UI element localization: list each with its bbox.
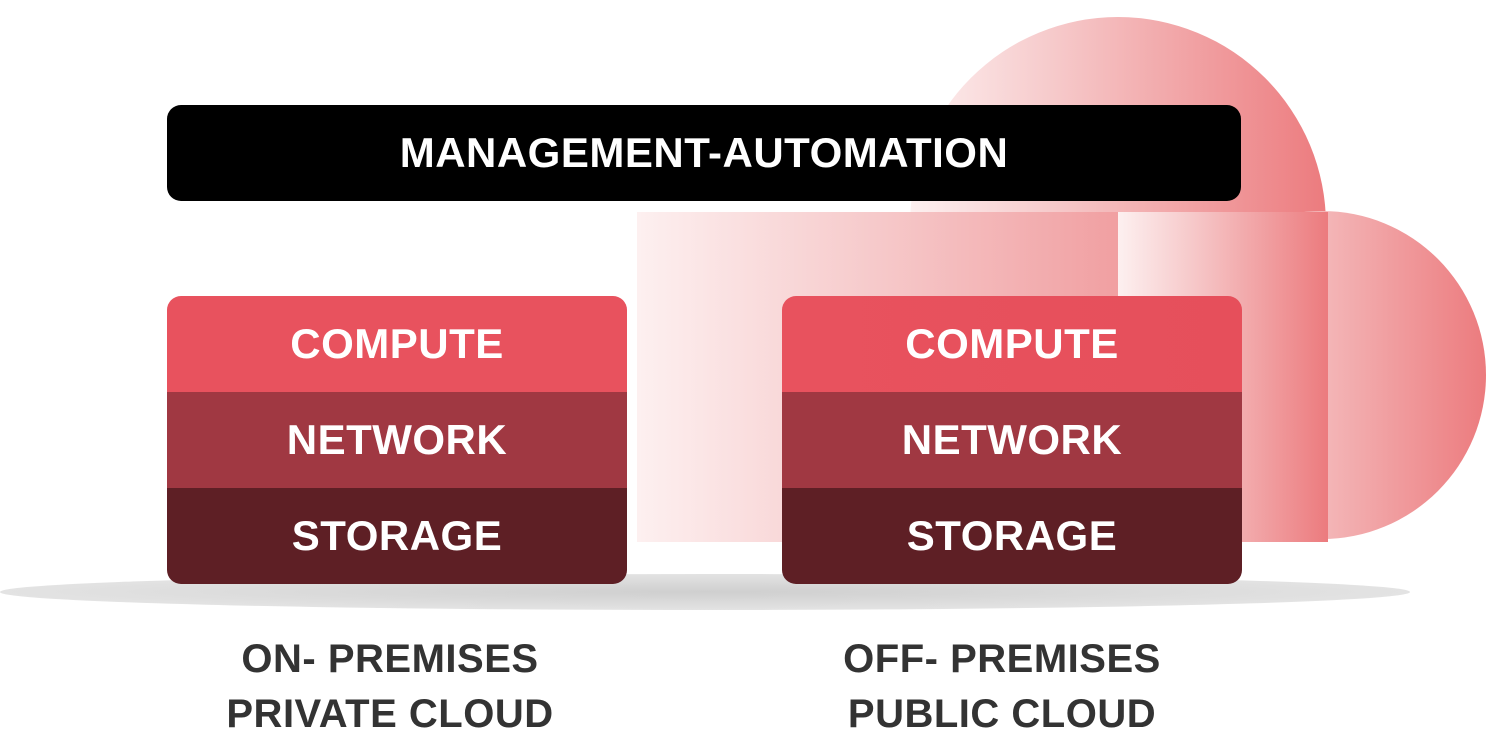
caption-line-1: OFF- PREMISES [843, 637, 1161, 681]
on-premises-stack: COMPUTE NETWORK STORAGE [167, 296, 627, 584]
compute-layer: COMPUTE [167, 296, 627, 392]
network-layer: NETWORK [782, 392, 1242, 488]
storage-label: STORAGE [906, 512, 1118, 559]
network-label: NETWORK [901, 416, 1123, 463]
storage-layer: STORAGE [167, 488, 627, 584]
caption-line-1: ON- PREMISES [241, 637, 539, 681]
off-premises-caption: OFF- PREMISES PUBLIC CLOUD [772, 632, 1232, 742]
caption-line-2: PRIVATE CLOUD [226, 692, 554, 736]
compute-label: COMPUTE [905, 320, 1119, 367]
compute-label: COMPUTE [290, 320, 504, 367]
storage-label: STORAGE [291, 512, 503, 559]
storage-layer: STORAGE [782, 488, 1242, 584]
management-automation-label: MANAGEMENT-AUTOMATION [399, 129, 1009, 176]
management-automation-bar: MANAGEMENT-AUTOMATION [167, 105, 1241, 201]
compute-layer: COMPUTE [782, 296, 1242, 392]
caption-line-2: PUBLIC CLOUD [847, 692, 1157, 736]
off-premises-stack: COMPUTE NETWORK STORAGE [782, 296, 1242, 584]
on-premises-caption: ON- PREMISES PRIVATE CLOUD [160, 632, 620, 742]
network-label: NETWORK [286, 416, 508, 463]
network-layer: NETWORK [167, 392, 627, 488]
